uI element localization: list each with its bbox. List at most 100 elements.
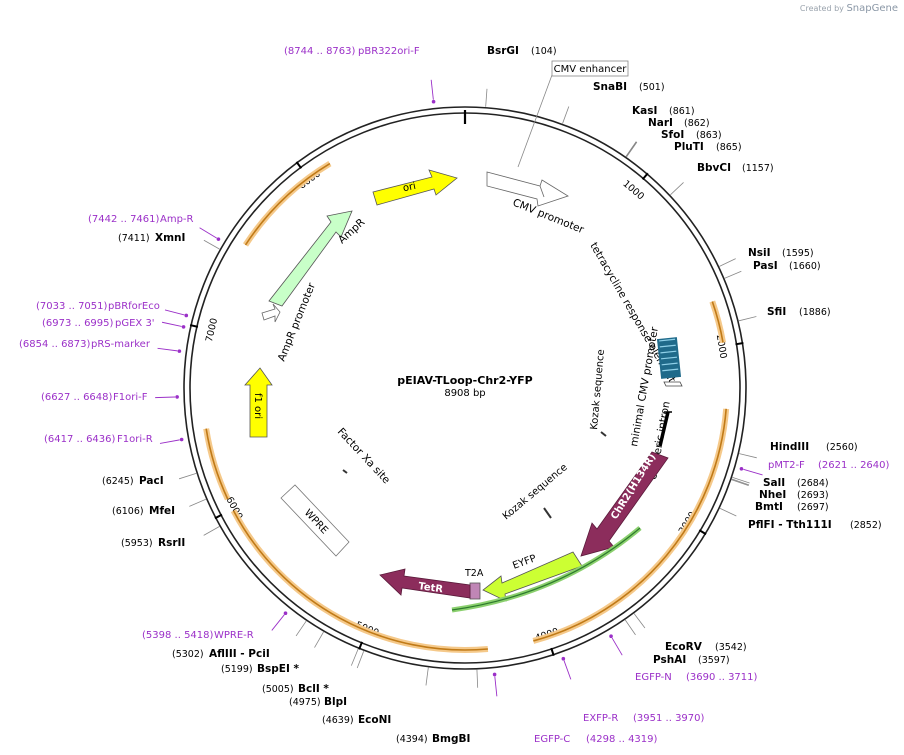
orange-arc[interactable] <box>244 162 331 246</box>
primer-name: EGFP-N <box>635 672 672 683</box>
brand-prefix: Created by <box>799 4 844 13</box>
primer-pgex3[interactable]: (6973 .. 6995) pGEX 3' <box>42 318 155 329</box>
kozak-2-mark <box>543 507 552 519</box>
primer-pbr322ori-f[interactable]: (8744 .. 8763) pBR322ori-F <box>284 46 420 57</box>
site-ecorv[interactable]: EcoRV (3542) <box>665 641 747 653</box>
site-pos: (861) <box>669 106 695 117</box>
primer-leader <box>271 614 285 631</box>
primer-name: pBRforEco <box>108 301 160 312</box>
primer-leader <box>743 468 763 476</box>
site-pos: (5199) <box>221 664 253 675</box>
site-name: SnaBI <box>593 81 627 93</box>
site-paci[interactable]: (6245) PacI <box>102 475 164 487</box>
site-sali[interactable]: SalI (2684) <box>763 477 829 489</box>
site-pluti[interactable]: PluTI (865) <box>674 141 742 153</box>
primer-pbrforeco[interactable]: (7033 .. 7051) pBRforEco <box>36 301 160 312</box>
primer-range: (6417 .. 6436) <box>44 434 116 445</box>
plasmid-size: 8908 bp <box>444 388 485 399</box>
site-bmti[interactable]: BmtI (2697) <box>755 501 829 513</box>
site-econi[interactable]: (4639) EcoNI <box>322 714 391 726</box>
cmv-enhancer-label: CMV enhancer <box>554 64 628 75</box>
feature-ampr[interactable]: AmpR <box>268 210 367 307</box>
site-xmni[interactable]: (7411) XmnI <box>118 232 185 244</box>
primer-mark <box>216 237 221 241</box>
site-bspei[interactable]: (5199) BspEI * <box>221 663 300 675</box>
orange-arc[interactable] <box>205 428 229 500</box>
site-pos: (1886) <box>799 307 831 318</box>
site-leader <box>731 478 750 486</box>
primer-f1ori-f[interactable]: (6627 .. 6648) F1ori-F <box>41 392 148 403</box>
site-nhei[interactable]: NheI (2693) <box>759 489 829 501</box>
primer-exfp-r[interactable]: EXFP-R (3951 .. 3970) <box>583 713 705 724</box>
site-sfoi[interactable]: SfoI (863) <box>661 129 722 141</box>
site-mfei[interactable]: (6106) MfeI <box>112 505 175 517</box>
primer-name: WPRE-R <box>214 630 254 641</box>
site-afliii[interactable]: (5302) AflIII - PciI <box>172 648 270 660</box>
orange-arc[interactable] <box>232 510 488 651</box>
site-bbvci[interactable]: BbvCI (1157) <box>697 162 774 174</box>
site-leader <box>189 498 207 507</box>
primer-egfp-c[interactable]: EGFP-C (4298 .. 4319) <box>534 734 658 745</box>
primer-mark <box>177 349 182 353</box>
site-leader <box>719 258 736 267</box>
site-name: BmgBI <box>432 733 470 745</box>
primer-name: pGEX 3' <box>115 318 155 329</box>
primer-name: Amp-R <box>160 214 194 225</box>
primer-mark <box>175 395 179 399</box>
feature-chimeric-intron[interactable] <box>658 411 672 447</box>
site-name: KasI <box>632 105 657 117</box>
site-name: EcoRV <box>665 641 703 653</box>
feature-cmv-enhancer[interactable]: CMV enhancer <box>517 60 629 168</box>
primer-mark <box>181 325 186 329</box>
feature-tetr[interactable]: TetR <box>379 568 471 599</box>
primer-range: (4298 .. 4319) <box>586 734 658 745</box>
t2a-label: T2A <box>464 568 484 579</box>
primer-f1ori-r[interactable]: (6417 .. 6436) F1ori-R <box>44 434 153 445</box>
site-name: BsrGI <box>487 45 519 57</box>
primer-pmt2-f[interactable]: pMT2-F (2621 .. 2640) <box>768 460 890 471</box>
site-leader <box>738 316 757 322</box>
site-pos: (862) <box>684 118 710 129</box>
feature-tre[interactable] <box>656 337 683 387</box>
site-rsrii[interactable]: (5953) RsrII <box>121 537 185 549</box>
site-bcli[interactable]: (5005) BclI * <box>262 683 329 695</box>
feature-wpre[interactable]: WPRE <box>280 484 350 557</box>
site-bmgbi[interactable]: (4394) BmgBI <box>396 733 470 745</box>
site-hindiii[interactable]: HindIII (2560) <box>770 441 858 453</box>
site-pflfi[interactable]: PflFI - Tth111I (2852) <box>748 519 882 531</box>
tick-mark <box>735 342 744 346</box>
tick-mark <box>189 324 199 328</box>
feature-cmv-promoter[interactable]: CMV promoter <box>486 171 586 236</box>
orange-arc[interactable] <box>711 301 724 343</box>
primer-wpre-r[interactable]: (5398 .. 5418) WPRE-R <box>142 630 254 641</box>
primer-leader <box>611 637 623 656</box>
site-leader <box>633 613 646 629</box>
feature-ori[interactable]: ori <box>372 169 458 206</box>
primer-leader <box>199 227 217 239</box>
site-snabi[interactable]: SnaBI (501) <box>593 81 665 93</box>
primer-range: (7033 .. 7051) <box>36 301 108 312</box>
site-leader <box>350 648 359 666</box>
primer-name: pBR322ori-F <box>358 46 420 57</box>
site-nsii[interactable]: NsiI (1595) <box>748 247 814 259</box>
primer-amp-r[interactable]: (7442 .. 7461) Amp-R <box>88 214 194 225</box>
primer-mark <box>431 99 436 104</box>
site-nari[interactable]: NarI (862) <box>648 117 710 129</box>
feature-f1-ori[interactable]: f1 ori <box>244 367 273 438</box>
plasmid-name: pEIAV-TLoop-Chr2-YFP <box>397 374 532 387</box>
site-blpi[interactable]: (4975) BlpI <box>289 696 347 708</box>
primer-prs-marker[interactable]: (6854 .. 6873) pRS-marker <box>19 339 151 350</box>
site-bsrgi[interactable]: BsrGI (104) <box>487 45 557 57</box>
site-pos: (7411) <box>118 233 150 244</box>
site-leader <box>295 620 307 637</box>
orange-arc[interactable] <box>533 408 727 642</box>
primer-leader <box>159 439 180 444</box>
primer-egfp-n[interactable]: EGFP-N (3690 .. 3711) <box>635 672 758 683</box>
site-pasi[interactable]: PasI (1660) <box>753 260 821 272</box>
site-pshai[interactable]: PshAI (3597) <box>653 654 730 666</box>
site-name: RsrII <box>158 537 185 549</box>
site-sfii[interactable]: SfiI (1886) <box>767 306 831 318</box>
site-kasi[interactable]: KasI (861) <box>632 105 695 117</box>
primer-range: (6627 .. 6648) <box>41 392 113 403</box>
